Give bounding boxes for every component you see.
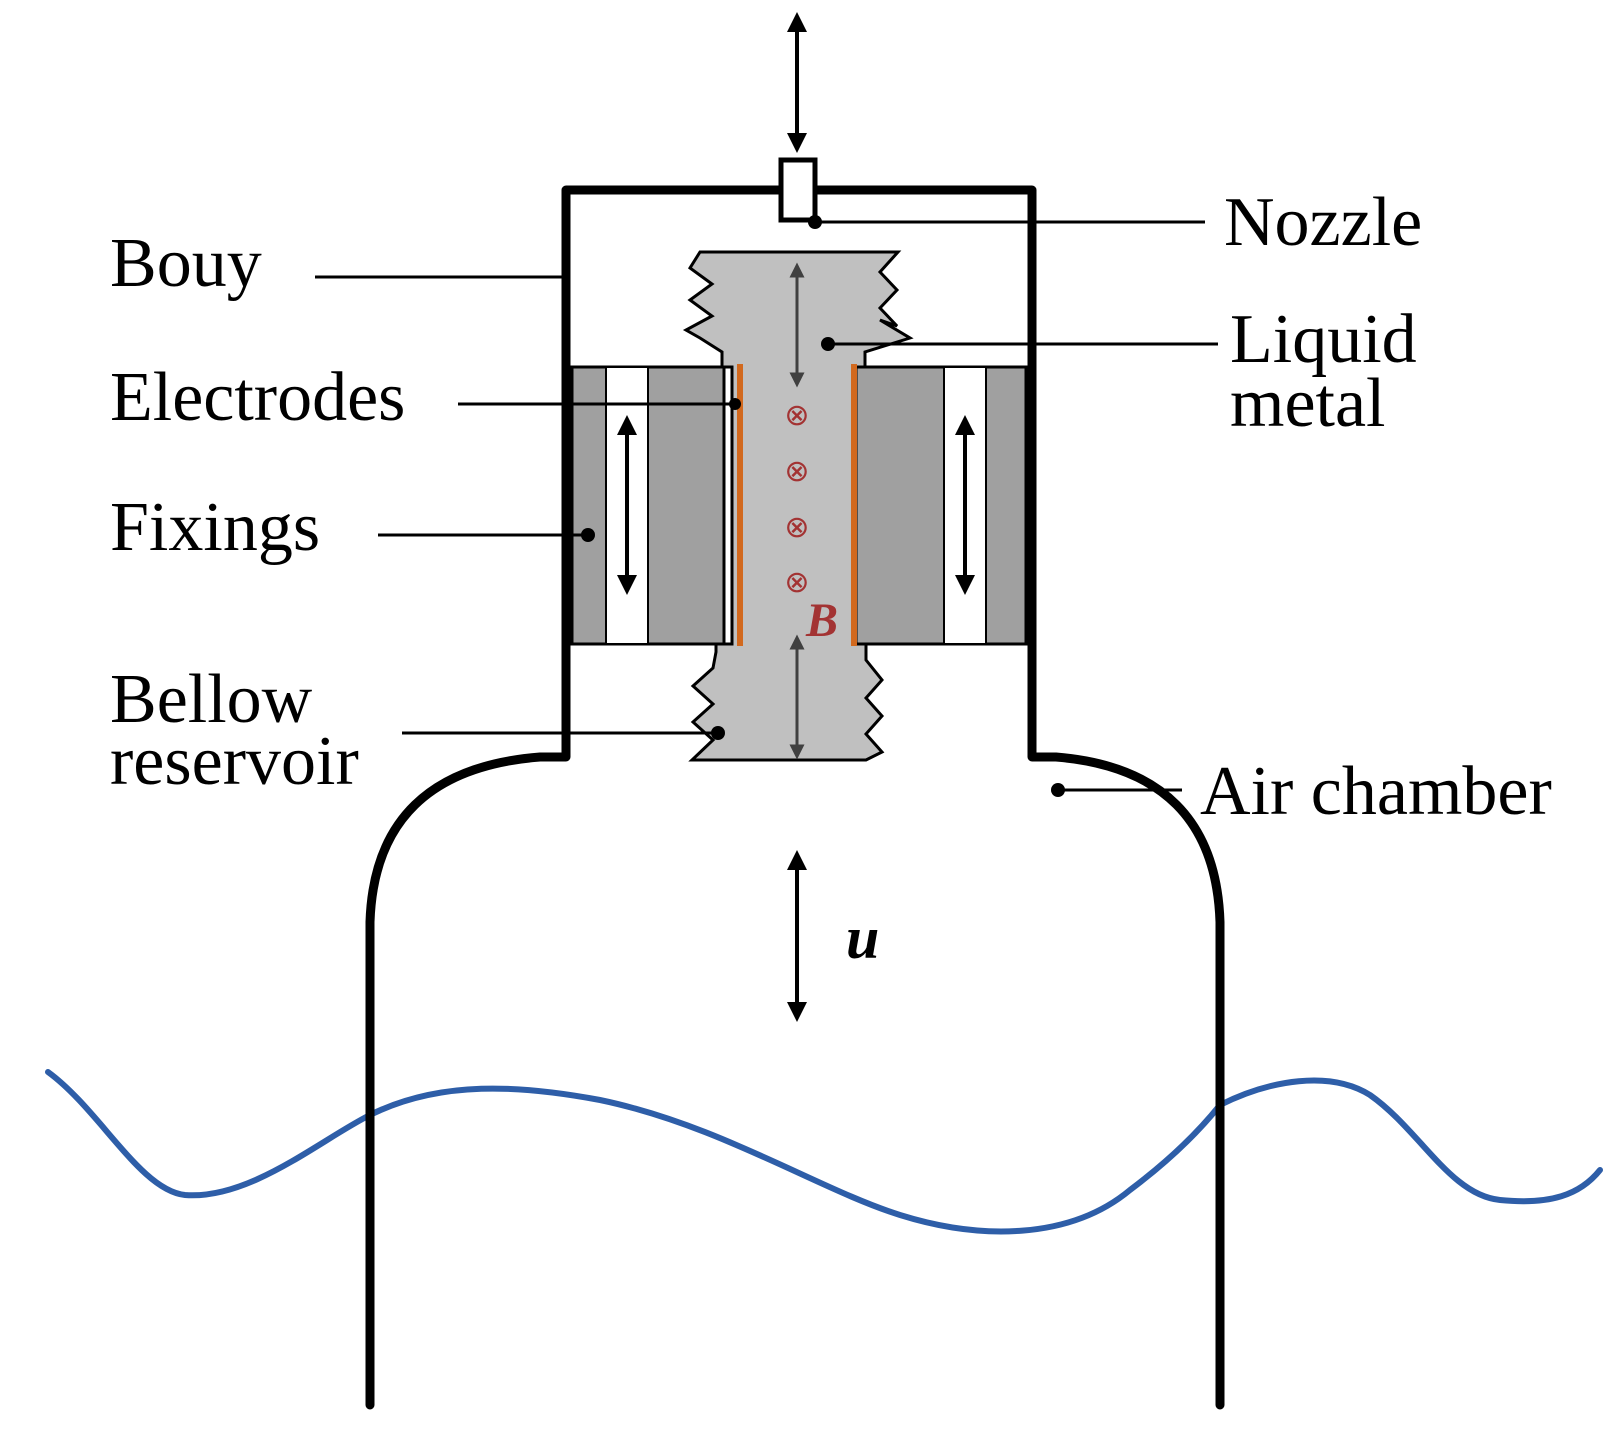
label-nozzle: Nozzle: [1224, 184, 1422, 261]
velocity-symbol: u: [846, 905, 879, 971]
field-marker-2: ⊗: [784, 454, 809, 489]
label-bouy: Bouy: [110, 225, 262, 302]
buoy-outline: [365, 185, 1225, 1410]
fixings-left: [570, 365, 726, 646]
label-liquid-line1: Liquid: [1230, 301, 1417, 378]
label-bellow-line2: reservoir: [110, 723, 359, 800]
fixings-right: [852, 365, 1028, 646]
water-surface: [45, 1069, 1603, 1235]
field-marker-3: ⊗: [784, 510, 809, 545]
label-electrodes: Electrodes: [110, 359, 405, 436]
magnetic-field-symbol: B: [805, 594, 838, 647]
field-marker-1: ⊗: [784, 398, 809, 433]
label-air-chamber: Air chamber: [1200, 753, 1552, 830]
nozzle: [778, 157, 818, 223]
label-liquid-line2: metal: [1230, 365, 1385, 442]
field-markers: ⊗ ⊗ ⊗ ⊗: [784, 398, 809, 600]
label-bellow-line1: Bellow: [110, 661, 313, 738]
field-marker-4: ⊗: [784, 565, 809, 600]
label-fixings: Fixings: [110, 489, 320, 566]
leader-lines: [315, 215, 1218, 797]
